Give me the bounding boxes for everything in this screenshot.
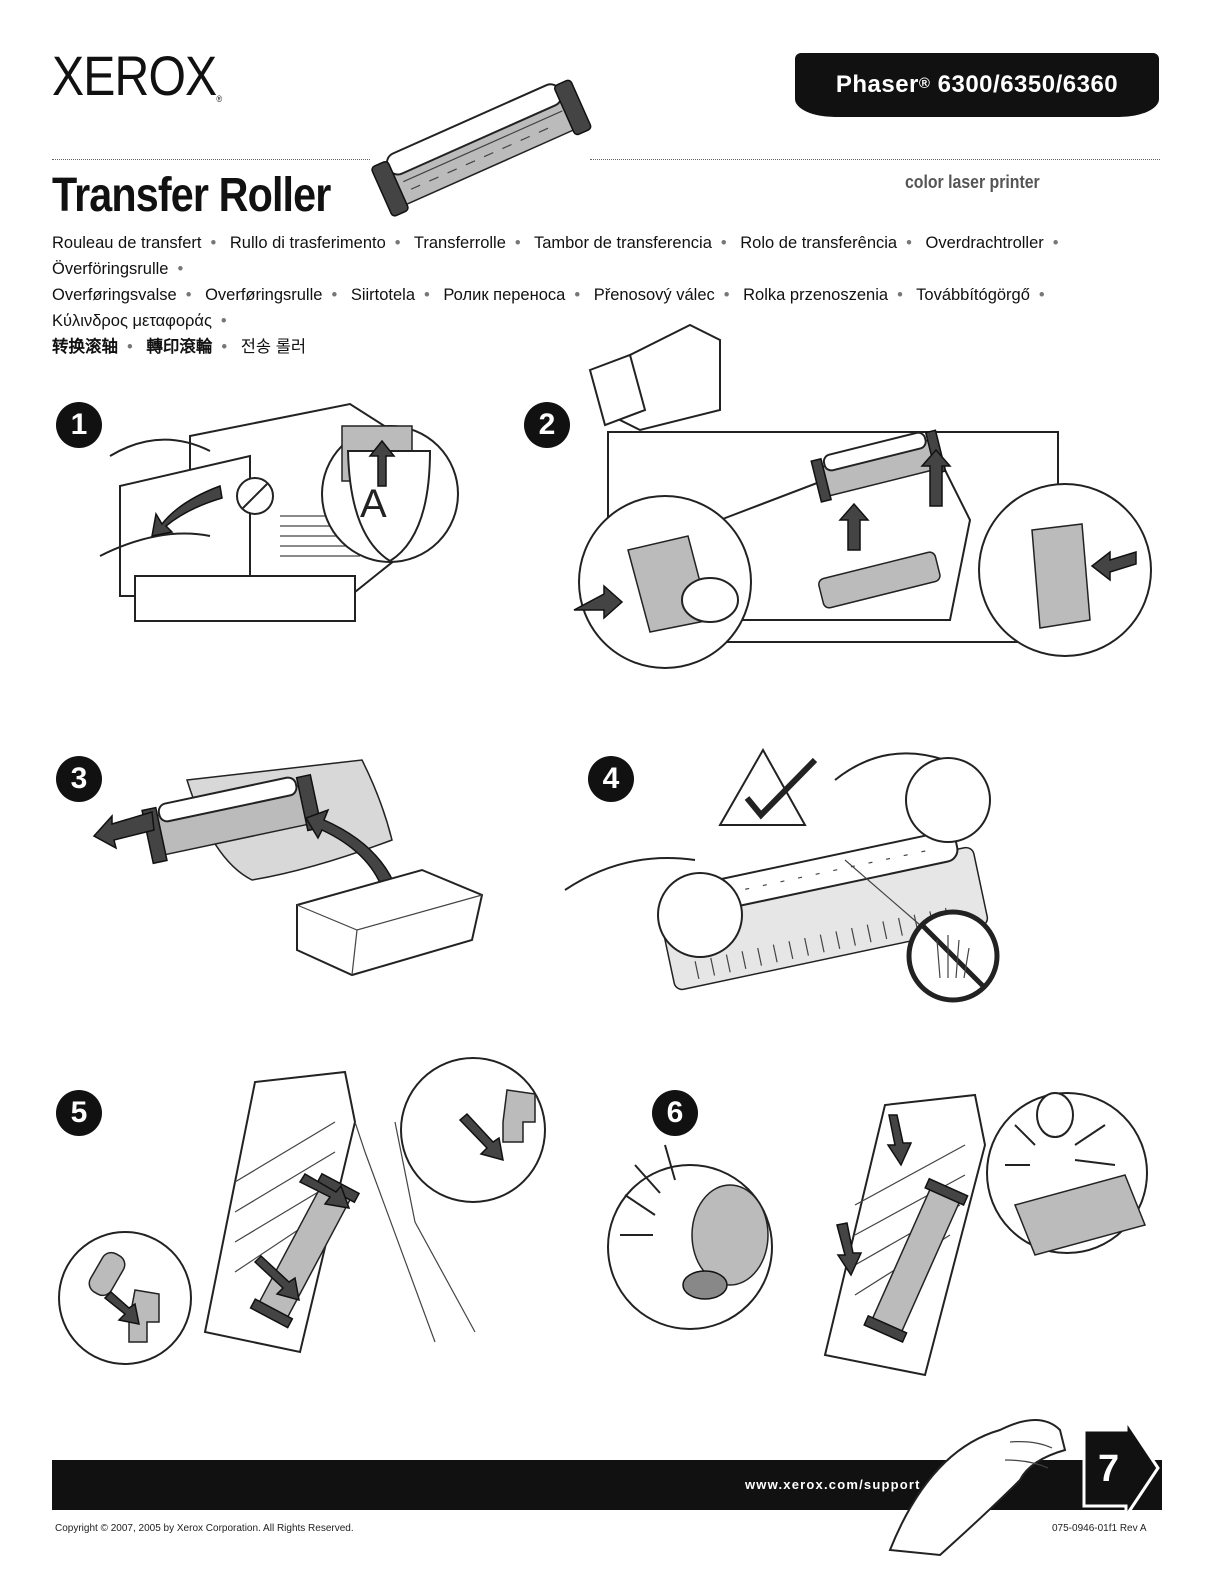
transfer-roller-header-illustration	[371, 79, 592, 217]
door-a-label: A	[360, 482, 387, 526]
translation-item: 轉印滾輪	[146, 338, 213, 356]
step-5-insert-roller-illustration	[58, 1057, 546, 1365]
step-2-remove-roller-illustration	[573, 323, 1152, 669]
translation-item: Rolka przenoszenia	[743, 286, 889, 304]
step-3-badge: 3	[56, 756, 102, 802]
model-prefix: Phaser	[835, 71, 919, 98]
next-page-arrow[interactable]	[1076, 1415, 1160, 1521]
translation-item: Overføringsrulle	[205, 286, 323, 304]
page-title: Transfer Roller	[52, 169, 331, 222]
translation-item: Overføringsvalse	[52, 286, 177, 304]
divider-left	[52, 159, 370, 160]
page-turn-hand-illustration	[888, 1419, 1067, 1557]
step-2-badge: 2	[524, 402, 570, 448]
divider-right	[590, 159, 1160, 160]
translation-item: 전송 롤러	[240, 338, 307, 356]
translation-item: Tambor de transferencia	[533, 234, 712, 252]
model-tab: Phaser® 6300/6350/6360	[795, 53, 1159, 117]
translation-item: Rouleau de transfert	[52, 234, 202, 252]
document-number: 075-0946-01f1 Rev A	[1052, 1523, 1147, 1534]
translation-item: Přenosový válec	[593, 286, 715, 304]
translation-item: Rolo de transferência	[740, 234, 898, 252]
translation-item: Transferrolle	[413, 234, 506, 252]
translation-item: Overdrachtroller	[925, 234, 1044, 252]
step-6-seat-roller-illustration	[607, 1092, 1148, 1377]
support-url-link[interactable]: www.xerox.com/support	[745, 1477, 921, 1492]
step-4-handle-roller-illustration	[564, 747, 1000, 1003]
translation-item: Rullo di trasferimento	[229, 234, 386, 252]
translation-item: Κύλινδρος μεταφοράς	[52, 312, 212, 330]
step-6-badge: 6	[652, 1090, 698, 1136]
translation-item: Ролик переноса	[443, 286, 566, 304]
step-1-open-door-illustration	[99, 402, 459, 622]
xerox-logo: XEROX®	[52, 44, 222, 107]
page-subtitle: color laser printer	[905, 172, 1040, 192]
model-numbers: 6300/6350/6360	[937, 71, 1119, 98]
translations-list: Rouleau de transfert• Rullo di trasferim…	[52, 234, 1059, 356]
translation-item: 转换滚轴	[52, 338, 118, 356]
step-4-badge: 4	[588, 756, 634, 802]
step-3-unpack-illustration	[92, 759, 484, 977]
step-1-badge: 1	[56, 402, 102, 448]
translation-item: Továbbítógörgő	[916, 286, 1030, 304]
page-number: 7	[1098, 1448, 1120, 1490]
step-5-badge: 5	[56, 1090, 102, 1136]
translation-item: Överföringsrulle	[52, 260, 169, 278]
translation-item: Siirtotela	[350, 286, 416, 304]
copyright-notice: Copyright © 2007, 2005 by Xerox Corporat…	[55, 1523, 354, 1534]
